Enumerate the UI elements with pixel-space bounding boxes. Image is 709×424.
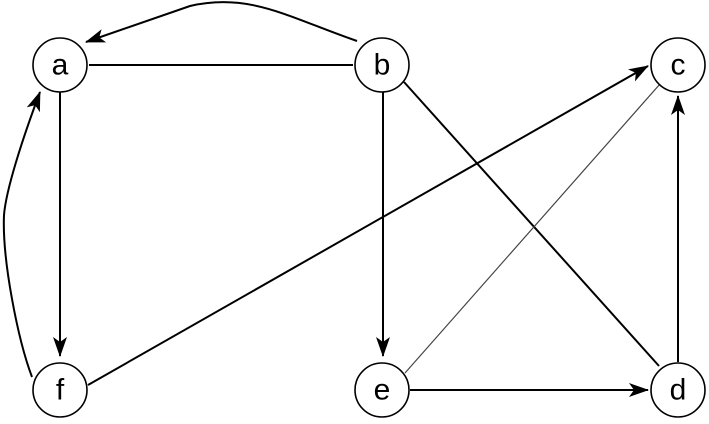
node-b[interactable]: b <box>354 37 410 93</box>
node-c[interactable]: c <box>650 37 706 93</box>
node-label-e: e <box>374 374 391 407</box>
node-a[interactable]: a <box>32 37 88 93</box>
node-e[interactable]: e <box>354 362 410 418</box>
node-d[interactable]: d <box>650 362 706 418</box>
edge-f-a <box>2 91 41 378</box>
edge-b-a <box>85 1 358 43</box>
node-label-a: a <box>52 49 69 82</box>
node-f[interactable]: f <box>32 362 88 418</box>
edge-e-c <box>404 83 661 374</box>
node-label-f: f <box>56 374 65 407</box>
node-label-d: d <box>670 374 687 407</box>
node-label-b: b <box>374 49 391 82</box>
edge-f-c <box>87 65 649 386</box>
edge-b-d <box>403 81 660 367</box>
node-label-c: c <box>671 49 686 82</box>
